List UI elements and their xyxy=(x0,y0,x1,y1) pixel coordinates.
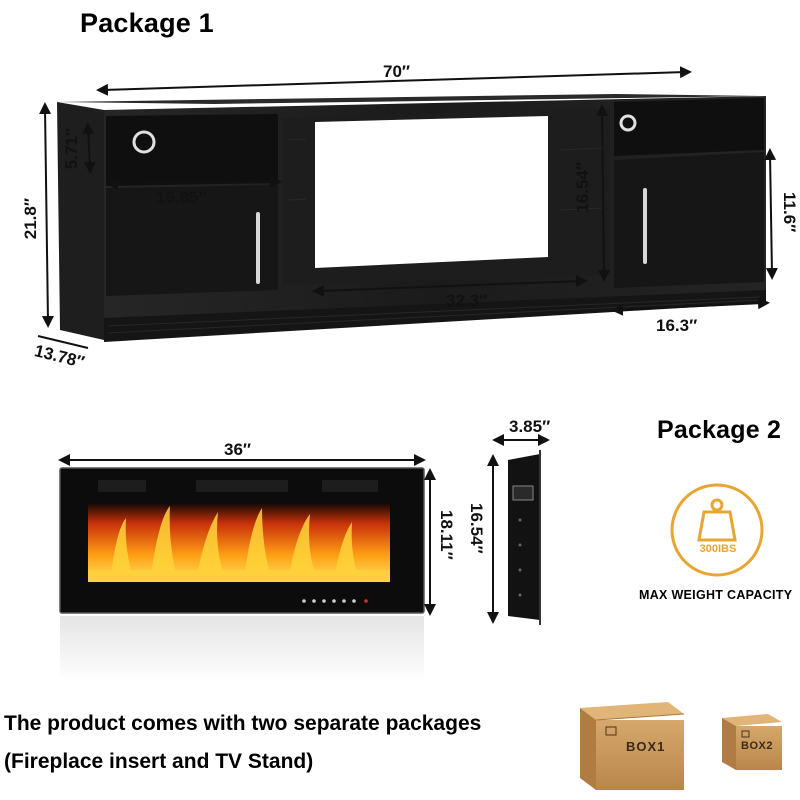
dim-shelf-height: 5.71″ xyxy=(62,128,81,170)
dim-insert-width: 36″ xyxy=(224,440,252,459)
dim-insert-side-height: 16.54″ xyxy=(467,503,486,554)
package2-dimension-arrows xyxy=(58,434,550,624)
fireplace-insert xyxy=(59,467,425,682)
weight-badge-label: 300IBS xyxy=(699,543,737,555)
dim-opening-height: 16.54″ xyxy=(573,162,592,213)
weight-icon xyxy=(697,498,737,542)
package1-dimension-arrows xyxy=(37,66,778,349)
box2-label: BOX2 xyxy=(741,740,773,752)
dim-cabinet-height: 11.6″ xyxy=(780,192,799,233)
dim-overall-height: 21.8″ xyxy=(21,198,40,240)
box1-label: BOX1 xyxy=(626,739,666,754)
weight-badge-caption: MAX WEIGHT CAPACITY xyxy=(639,588,793,602)
tv-stand xyxy=(57,94,766,342)
fireplace-side-profile xyxy=(508,450,541,625)
weight-badge xyxy=(670,483,764,577)
package2-title: Package 2 xyxy=(657,416,782,444)
package1-title: Package 1 xyxy=(80,8,214,38)
dim-cabinet-width: 16.3″ xyxy=(656,316,698,335)
box2-illustration xyxy=(722,714,782,770)
box1-illustration xyxy=(580,702,685,790)
description-line2: (Fireplace insert and TV Stand) xyxy=(4,750,314,773)
dim-opening-width: 32.3″ xyxy=(446,291,488,310)
description-line1: The product comes with two separate pack… xyxy=(4,712,482,735)
dim-insert-height: 18.11″ xyxy=(437,510,456,560)
dim-overall-width: 70″ xyxy=(383,62,411,81)
dim-shelf-width: 16.85″ xyxy=(156,188,207,207)
dim-insert-depth: 3.85″ xyxy=(509,417,551,436)
